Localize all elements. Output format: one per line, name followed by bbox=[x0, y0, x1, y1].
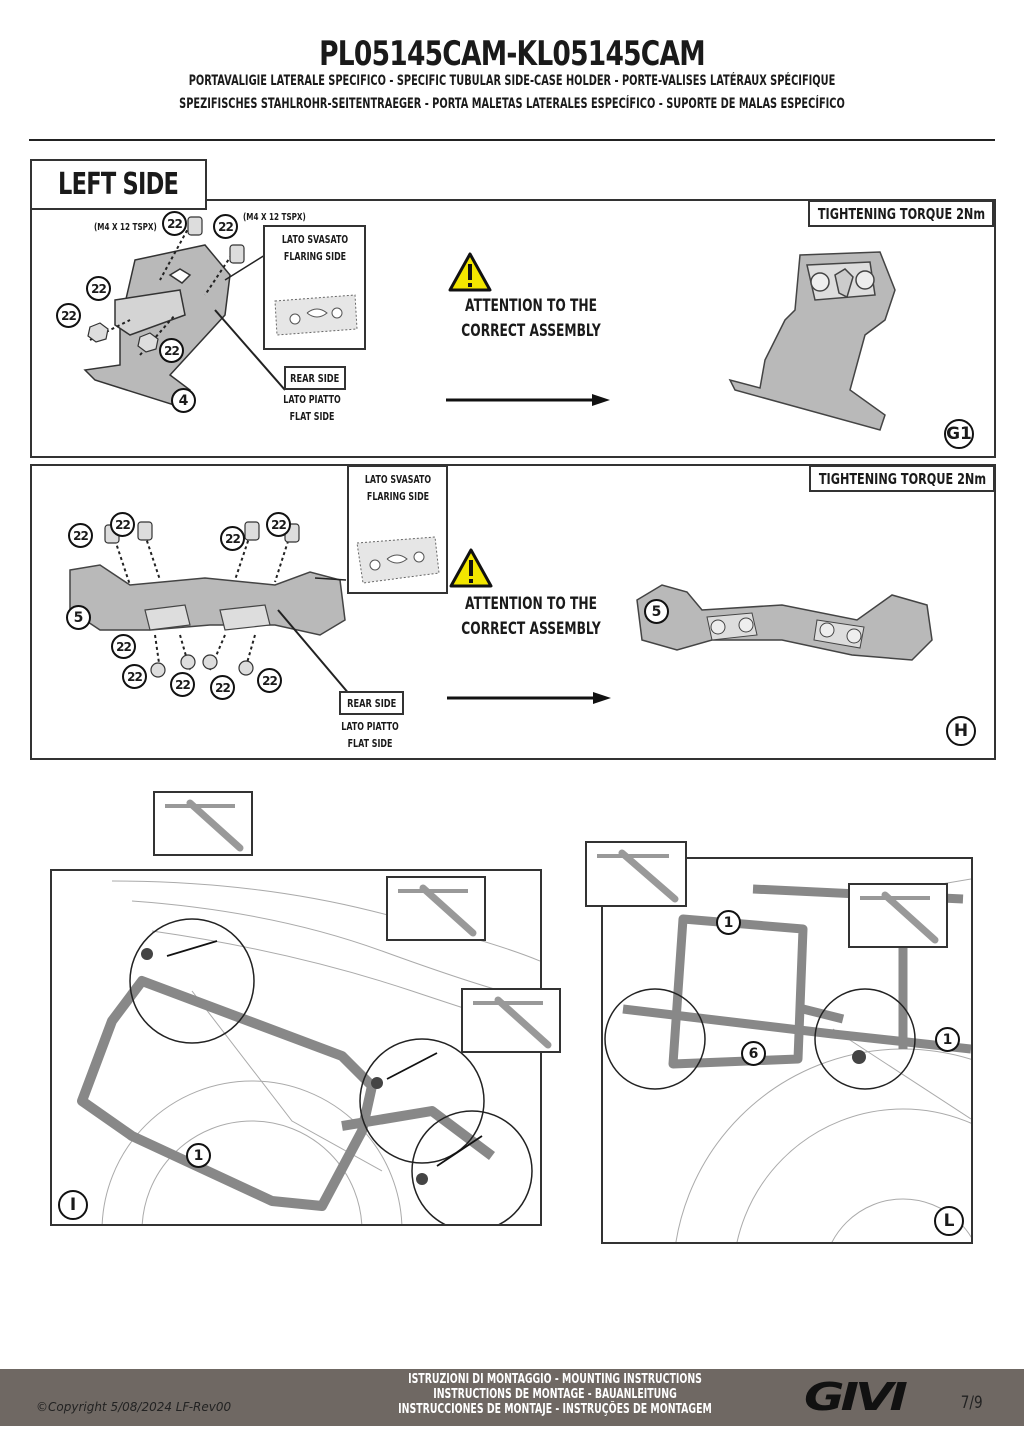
flat-label-en: FLAT SIDE bbox=[347, 737, 393, 750]
torque-text: TIGHTENING TORQUE 2Nm bbox=[818, 469, 986, 488]
page-number: 7/9 bbox=[960, 1393, 983, 1413]
part-badge-6: 6 bbox=[741, 1041, 766, 1066]
bracket-exploded-illustration-g1 bbox=[83, 216, 286, 412]
part-badge-22: 22 bbox=[111, 634, 136, 659]
right-arrow-icon bbox=[447, 692, 611, 704]
part-badge-22: 22 bbox=[213, 214, 238, 239]
rear-side-label-h: REAR SIDE bbox=[339, 691, 404, 715]
part-badge-22: 22 bbox=[68, 523, 93, 548]
copyright: ©Copyright 5/08/2024 LF-Rev00 bbox=[36, 1400, 232, 1414]
flaring-label-en: FLARING SIDE bbox=[283, 250, 347, 263]
attention-note-h: ATTENTION TO THE CORRECT ASSEMBLY bbox=[455, 592, 606, 642]
attention-line-1: ATTENTION TO THE bbox=[465, 296, 597, 316]
flaring-label-en: FLARING SIDE bbox=[366, 490, 430, 503]
bracket-assembled-illustration-h bbox=[636, 584, 933, 661]
rear-side-text: REAR SIDE bbox=[346, 696, 397, 710]
flaring-label-it: LATO SVASATO bbox=[281, 233, 349, 246]
step-badge-l: L bbox=[934, 1206, 964, 1236]
flaring-side-label: LATO SVASATO FLARING SIDE bbox=[363, 471, 434, 505]
screw-spec-left: (M4 X 12 TSPX) bbox=[94, 222, 157, 233]
part-badge-22: 22 bbox=[159, 338, 184, 363]
tool-inset-4 bbox=[585, 841, 687, 907]
bracket-assembled-illustration-g1 bbox=[728, 251, 896, 431]
flat-side-label-h: LATO PIATTO FLAT SIDE bbox=[341, 718, 399, 752]
torque-label-h: TIGHTENING TORQUE 2Nm bbox=[809, 465, 995, 492]
torque-text: TIGHTENING TORQUE 2Nm bbox=[817, 204, 985, 223]
part-badge-4: 4 bbox=[171, 388, 196, 413]
part-badge-22: 22 bbox=[257, 668, 282, 693]
part-badge-22: 22 bbox=[110, 512, 135, 537]
hex-key-icon bbox=[165, 799, 244, 852]
bracket-exploded-illustration-h bbox=[69, 521, 351, 696]
part-badge-5: 5 bbox=[66, 605, 91, 630]
torque-label-g1: TIGHTENING TORQUE 2Nm bbox=[808, 200, 994, 227]
attention-line-2: CORRECT ASSEMBLY bbox=[461, 321, 601, 341]
tool-inset-1 bbox=[153, 791, 253, 856]
flaring-side-inset-g1: LATO SVASATO FLARING SIDE bbox=[263, 225, 366, 350]
tool-inset-3 bbox=[461, 988, 561, 1053]
footer-bar: ©Copyright 5/08/2024 LF-Rev00 ISTRUZIONI… bbox=[0, 1369, 1024, 1426]
part-badge-5: 5 bbox=[644, 599, 669, 624]
part-badge-22: 22 bbox=[162, 211, 187, 236]
footer-line-1: ISTRUZIONI DI MONTAGGIO - MOUNTING INSTR… bbox=[408, 1372, 702, 1387]
attention-line-2: CORRECT ASSEMBLY bbox=[461, 619, 601, 639]
part-badge-22: 22 bbox=[266, 512, 291, 537]
givi-logo: GIVI bbox=[804, 1375, 908, 1419]
warning-icon bbox=[448, 252, 492, 292]
rear-side-label-g1: REAR SIDE bbox=[284, 366, 346, 390]
hex-key-icon bbox=[473, 996, 552, 1049]
hex-key-icon bbox=[860, 891, 939, 944]
header-divider bbox=[29, 139, 995, 141]
part-badge-22: 22 bbox=[56, 303, 81, 328]
part-badge-22: 22 bbox=[220, 526, 245, 551]
step-badge-g1: G1 bbox=[944, 419, 974, 449]
rear-side-text: REAR SIDE bbox=[290, 371, 340, 385]
hex-key-icon bbox=[398, 884, 477, 937]
footer-line-2: INSTRUCTIONS DE MONTAGE - BAUANLEITUNG bbox=[433, 1387, 677, 1402]
part-badge-1: 1 bbox=[935, 1027, 960, 1052]
step-badge-h: H bbox=[946, 716, 976, 746]
document-subtitle-1: PORTAVALIGIE LATERALE SPECIFICO - SPECIF… bbox=[188, 73, 836, 89]
part-badge-22: 22 bbox=[86, 276, 111, 301]
flat-label-it: LATO PIATTO bbox=[341, 720, 399, 733]
tool-inset-5 bbox=[848, 883, 948, 948]
flat-label-it: LATO PIATTO bbox=[283, 393, 341, 406]
flaring-side-label: LATO SVASATO FLARING SIDE bbox=[279, 231, 351, 265]
document-title: PL05145CAM-KL05145CAM bbox=[319, 34, 705, 74]
part-badge-22: 22 bbox=[122, 664, 147, 689]
attention-line-1: ATTENTION TO THE bbox=[465, 594, 597, 614]
flaring-side-inset-h: LATO SVASATO FLARING SIDE bbox=[347, 465, 448, 594]
part-badge-22: 22 bbox=[170, 672, 195, 697]
section-label: LEFT SIDE bbox=[30, 159, 207, 210]
footer-instructions: ISTRUZIONI DI MONTAGGIO - MOUNTING INSTR… bbox=[300, 1372, 810, 1417]
part-badge-1: 1 bbox=[186, 1143, 211, 1168]
flat-label-en: FLAT SIDE bbox=[289, 410, 335, 423]
section-label-text: LEFT SIDE bbox=[58, 167, 179, 202]
hex-key-icon bbox=[597, 849, 679, 903]
screw-spec-right: (M4 X 12 TSPX) bbox=[243, 212, 306, 223]
step-badge-i: I bbox=[58, 1190, 88, 1220]
flaring-label-it: LATO SVASATO bbox=[364, 473, 432, 486]
footer-line-3: INSTRUCCIONES DE MONTAJE - INSTRUÇÕES DE… bbox=[398, 1402, 712, 1417]
flaring-plate-icon bbox=[274, 294, 358, 336]
flat-side-label-g1: LATO PIATTO FLAT SIDE bbox=[283, 391, 341, 425]
attention-note-g1: ATTENTION TO THE CORRECT ASSEMBLY bbox=[455, 294, 606, 344]
warning-icon bbox=[449, 548, 493, 588]
part-badge-22: 22 bbox=[210, 675, 235, 700]
flaring-plate-icon bbox=[356, 536, 440, 584]
document-subtitle-2: SPEZIFISCHES STAHLROHR-SEITENTRAEGER - P… bbox=[179, 96, 845, 112]
right-arrow-icon bbox=[446, 394, 610, 406]
part-badge-1: 1 bbox=[716, 910, 741, 935]
tool-inset-2 bbox=[386, 876, 486, 941]
